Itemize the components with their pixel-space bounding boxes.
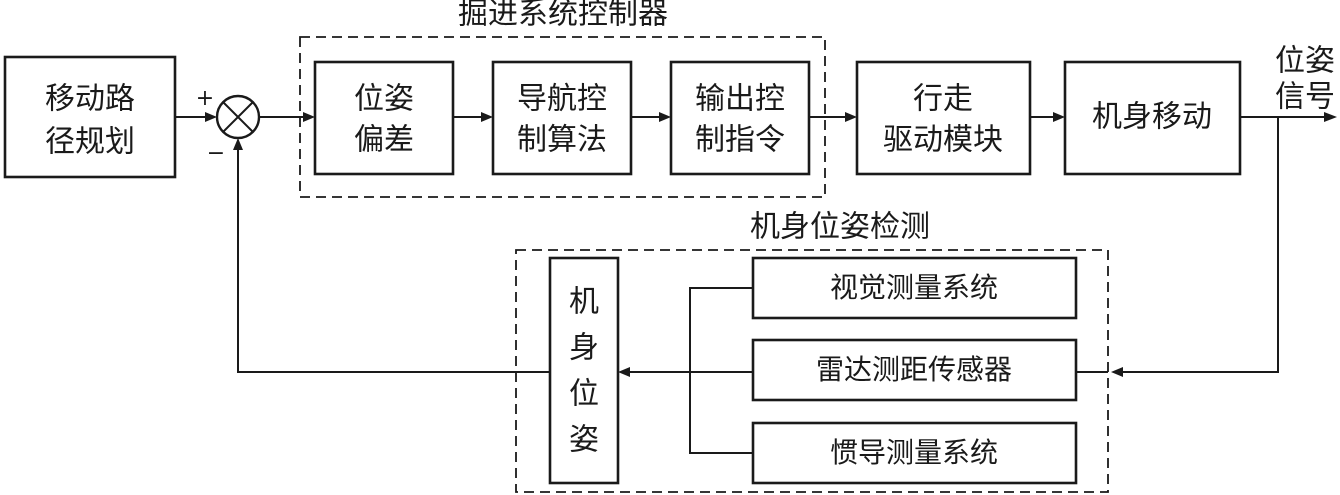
line-feedback-left: [237, 148, 550, 373]
pose-char-1: 机: [569, 285, 599, 320]
line-sensor-bus: [689, 287, 753, 454]
arrow-into-detection: [1111, 367, 1123, 377]
line-feedback-right: [1122, 117, 1279, 373]
controller-group-title: 掘进系统控制器: [458, 0, 668, 32]
nav-algorithm-label-line2: 制算法: [517, 123, 607, 158]
output-command-label-line2: 制指令: [695, 123, 785, 158]
pose-block: 机 身 位 姿: [548, 256, 620, 485]
output-signal-label-line2: 信号: [1275, 80, 1335, 115]
planning-block: 移动路 径规划: [3, 55, 177, 179]
arrow-into-body: [1053, 112, 1065, 122]
output-command-label-line1: 输出控: [695, 82, 785, 117]
body-move-label: 机身移动: [1092, 100, 1212, 135]
vision-system-label: 视觉测量系统: [830, 271, 998, 304]
drive-module-label-line1: 行走: [913, 82, 973, 117]
deviation-block: 位姿 偏差: [313, 60, 455, 176]
arrow-into-nav: [481, 112, 493, 122]
planning-label-line1: 移动路: [45, 82, 135, 117]
pose-char-4: 姿: [569, 423, 599, 458]
deviation-label-line1: 位姿: [354, 82, 414, 117]
pose-char-3: 位: [569, 377, 599, 412]
arrow-feedback-into-sum: [233, 138, 243, 150]
drive-module-block: 行走 驱动模块: [855, 60, 1032, 176]
sum-minus-sign: −: [207, 141, 225, 166]
arrow-into-pose: [618, 367, 630, 377]
output-signal-label-line1: 位姿: [1275, 44, 1335, 79]
arrow-into-sum: [205, 112, 217, 122]
arrow-output-signal: [1324, 112, 1337, 122]
deviation-label-line2: 偏差: [354, 123, 414, 158]
arrow-into-deviation: [303, 112, 315, 122]
arrow-into-drive: [845, 112, 857, 122]
drive-module-label-line2: 驱动模块: [883, 123, 1003, 158]
planning-label-line2: 径规划: [45, 125, 135, 160]
nav-algorithm-label-line1: 导航控: [517, 82, 607, 117]
summing-junction: [215, 94, 261, 140]
connectors: [175, 112, 1337, 454]
inertial-system-label: 惯导测量系统: [830, 436, 998, 469]
inertial-system-block: 惯导测量系统: [751, 421, 1078, 485]
nav-algorithm-block: 导航控 制算法: [491, 60, 633, 176]
arrow-into-output: [659, 112, 671, 122]
radar-sensor-label: 雷达测距传感器: [816, 353, 1012, 386]
vision-system-block: 视觉测量系统: [751, 256, 1078, 320]
body-move-block: 机身移动: [1063, 60, 1242, 176]
detection-group-title: 机身位姿检测: [750, 210, 930, 245]
pose-char-2: 身: [569, 331, 599, 366]
sum-plus-sign: +: [196, 86, 214, 111]
output-command-block: 输出控 制指令: [669, 60, 811, 176]
radar-sensor-block: 雷达测距传感器: [751, 338, 1078, 402]
